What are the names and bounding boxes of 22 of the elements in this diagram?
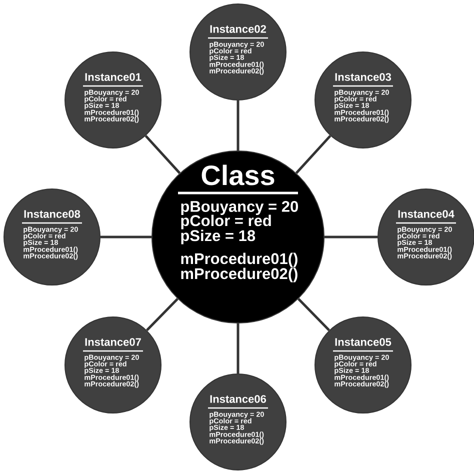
connector-line (146, 298, 178, 332)
attribute-text: pColor = red (181, 214, 271, 230)
attribute-text: pBouyancy = 20 (181, 200, 298, 216)
instance-title: Instance07 (83, 338, 143, 352)
connector-line (236, 100, 240, 150)
instance-title: Instance01 (83, 73, 143, 87)
connector-line (100, 236, 152, 238)
instance-title: Instance02 (208, 25, 268, 39)
attribute-text: pSize = 18 (181, 230, 256, 244)
instance-title: Instance03 (333, 73, 393, 87)
connector-line (298, 298, 330, 332)
method-text: mProcedure02() (181, 268, 298, 282)
instance-title: Instance04 (396, 210, 456, 224)
instance-title: Instance08 (22, 210, 82, 224)
connector-line (295, 134, 332, 174)
instance-title: Instance06 (208, 395, 268, 409)
instance-title: Instance05 (333, 338, 393, 352)
method-text: mProcedure01() (181, 252, 298, 268)
connector-line (324, 236, 378, 238)
class-title: Class (178, 164, 298, 194)
connector-line (144, 134, 181, 174)
connector-line (236, 324, 240, 374)
